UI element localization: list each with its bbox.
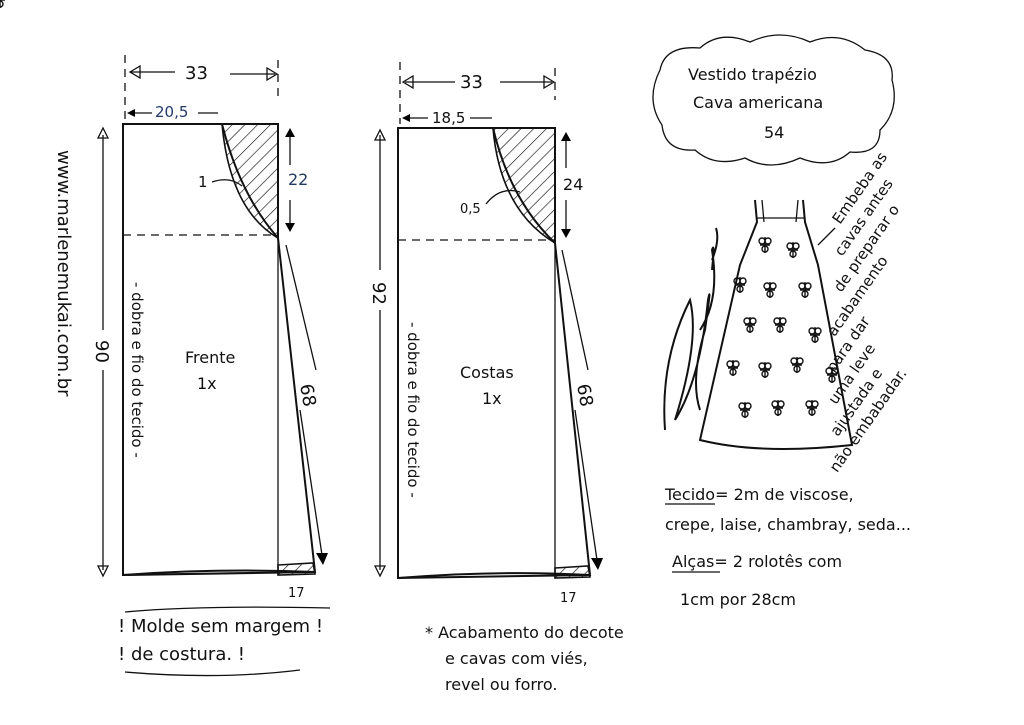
front-side-length-label: 68 xyxy=(295,382,320,408)
signature xyxy=(663,227,719,431)
front-pattern-piece: 33 20,5 1 22 90 68 17 Frente 1x - dobra … xyxy=(91,55,328,601)
back-width-label: 33 xyxy=(460,72,483,93)
title-line1: Vestido trapézio xyxy=(688,65,817,84)
dress-sketch xyxy=(0,0,854,450)
straps-line1: Alças= 2 rolotês com xyxy=(672,552,842,571)
front-width-label: 33 xyxy=(185,63,208,84)
armhole-note: Embeba as cavas antes de preparar o acab… xyxy=(822,149,910,476)
back-fold-note: - dobra e fio do tecido - xyxy=(404,322,422,498)
back-label: Costas xyxy=(460,363,514,382)
title-line2: Cava americana xyxy=(693,93,823,112)
margin-note-line2: ! de costura. ! xyxy=(118,644,245,665)
finish-note-line1: * Acabamento do decote xyxy=(425,623,624,642)
back-curve-offset-label: 0,5 xyxy=(460,202,481,217)
back-armhole-depth-label: 24 xyxy=(563,175,583,194)
front-fold-note: - dobra e fio do tecido - xyxy=(128,282,146,458)
front-length-label: 90 xyxy=(91,340,112,363)
finish-note-line2: e cavas com viés, xyxy=(445,649,588,668)
back-side-length-label: 68 xyxy=(572,382,597,408)
margin-note-line1: ! Molde sem margem ! xyxy=(118,616,323,637)
front-label: Frente xyxy=(185,348,235,367)
finish-note-line3: revel ou forro. xyxy=(445,675,557,694)
back-pattern-piece: 33 18,5 0,5 24 92 68 17 Costas 1x - dobr… xyxy=(368,62,603,606)
title-cloud: Vestido trapézio Cava americana 54 xyxy=(652,34,895,166)
front-armhole-depth-label: 22 xyxy=(288,170,308,189)
front-hem-flare-label: 17 xyxy=(288,586,305,601)
front-curve-offset-label: 1 xyxy=(198,173,208,191)
back-length-label: 92 xyxy=(368,282,389,305)
front-neck-width-label: 20,5 xyxy=(155,103,188,121)
flower-print xyxy=(0,0,839,419)
front-qty: 1x xyxy=(197,374,217,393)
website-text: www.marlenemukai.com.br xyxy=(53,150,74,397)
back-qty: 1x xyxy=(482,389,502,408)
title-size: 54 xyxy=(764,123,784,142)
fabric-line2: crepe, laise, chambray, seda... xyxy=(665,515,911,534)
back-hem-flare-label: 17 xyxy=(560,591,577,606)
back-neck-width-label: 18,5 xyxy=(432,109,465,127)
fabric-line1: Tecido= 2m de viscose, xyxy=(664,485,854,504)
straps-line2: 1cm por 28cm xyxy=(680,590,796,609)
